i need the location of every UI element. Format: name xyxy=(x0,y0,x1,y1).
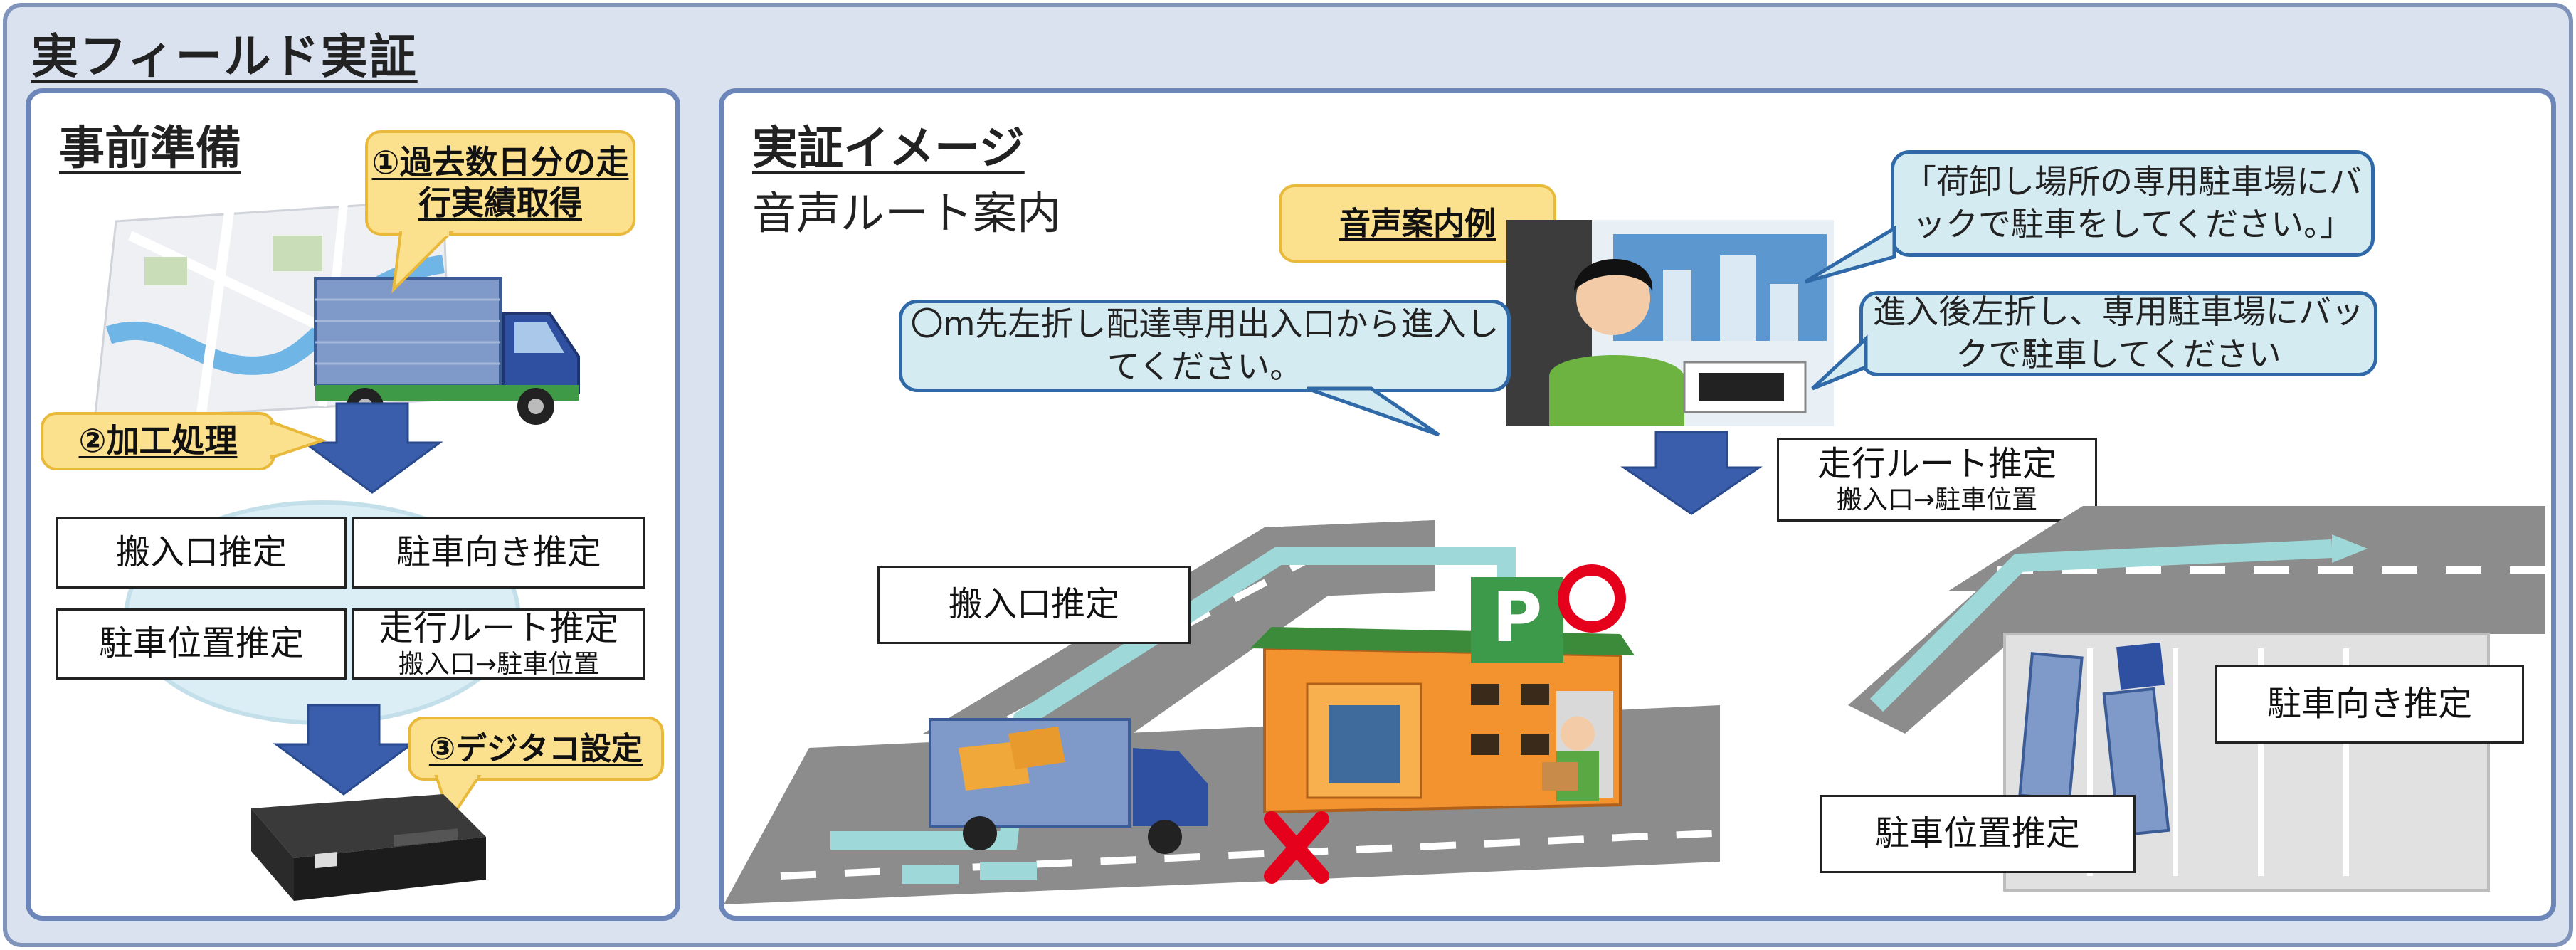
voice-bubble-top: 「荷卸し場所の専用駐車場にバックで駐車をしてください。」 xyxy=(1891,150,2375,257)
step2-callout: ②加工処理 xyxy=(41,412,275,470)
step1-callout-tail xyxy=(391,230,454,294)
digital-tachograph-device xyxy=(251,794,486,901)
truck-illustration xyxy=(314,277,580,425)
voice-bubble-left-tail xyxy=(1307,386,1440,437)
route-estimation-box-right: 走行ルート推定 搬入口→駐車位置 xyxy=(1777,438,2097,522)
preparation-title: 事前準備 xyxy=(59,122,241,175)
voice-bubble-top-tail xyxy=(1804,225,1896,284)
route-estimation-sublabel-right: 搬入口→駐車位置 xyxy=(1836,485,2038,515)
preparation-panel: 事前準備 ①過去数日分の走行実績取得 ②加工処理 xyxy=(26,88,680,921)
position-estimation-box-right: 駐車位置推定 xyxy=(1820,795,2136,873)
route-estimation-sublabel: 搬入口→駐車位置 xyxy=(398,650,600,680)
arrow-down-icon xyxy=(301,402,443,494)
parking-sign-label: P xyxy=(1492,578,1542,658)
demonstration-panel: 実証イメージ 音声ルート案内 音声案内例 「荷卸し場所の専用駐車場にバックで駐車… xyxy=(719,88,2556,921)
step1-callout: ①過去数日分の走行実績取得 xyxy=(365,130,635,236)
route-estimation-label: 走行ルート推定 xyxy=(379,608,618,648)
main-title: 実フィールド実証 xyxy=(31,29,418,84)
voice-bubble-right: 進入後左折し、専用駐車場にバックで駐車してください xyxy=(1859,291,2377,376)
arrow-down-icon xyxy=(1620,431,1763,515)
driver-illustration xyxy=(1506,220,1834,426)
road-scene-left: P xyxy=(724,520,1720,904)
step3-callout: ③デジタコ設定 xyxy=(408,717,664,781)
route-estimation-box: 走行ルート推定 搬入口→駐車位置 xyxy=(352,608,645,680)
demonstration-subtitle: 音声ルート案内 xyxy=(752,187,1062,239)
entrance-estimation-box: 搬入口推定 xyxy=(56,517,347,589)
direction-estimation-box: 駐車向き推定 xyxy=(352,517,645,589)
step2-callout-tail xyxy=(267,420,327,460)
voice-bubble-right-tail xyxy=(1811,334,1868,391)
voice-bubble-left: 〇m先左折し配達専用出入口から進入してください。 xyxy=(899,300,1511,392)
route-estimation-label-right: 走行ルート推定 xyxy=(1817,443,2057,484)
arrow-down-icon xyxy=(273,704,415,796)
entrance-estimation-box-right: 搬入口推定 xyxy=(877,566,1191,644)
direction-estimation-box-right: 駐車向き推定 xyxy=(2215,665,2524,744)
position-estimation-box: 駐車位置推定 xyxy=(56,608,347,680)
demonstration-title: 実証イメージ xyxy=(752,122,1025,175)
